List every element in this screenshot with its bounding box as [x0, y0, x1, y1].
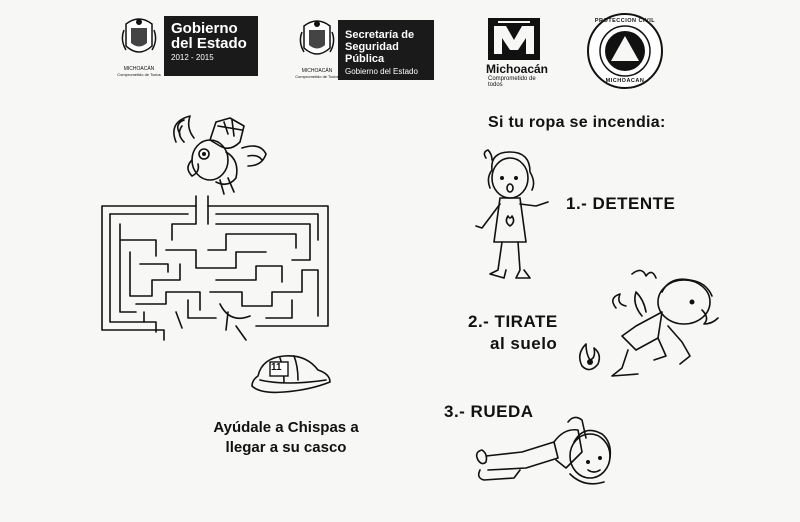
step1-label: 1.- DETENTE	[566, 194, 676, 213]
michoacan-logo: Michoacán Comprometido de todos	[486, 18, 549, 88]
gobierno-line2: del Estado	[171, 35, 247, 52]
michoacan-word: Michoacán	[486, 62, 549, 76]
proteccion-civil-logo: PROTECCION CIVIL MICHOACAN	[586, 12, 664, 90]
secretaria-box: Secretaría de Seguridad Pública Gobierno…	[338, 20, 434, 80]
proteccion-top-text: PROTECCION CIVIL	[594, 18, 656, 24]
fire-helmet-illustration	[251, 354, 331, 394]
chispas-parrot-illustration	[173, 115, 267, 195]
maze-caption-line1: Ayúdale a Chispas a	[213, 419, 359, 436]
proteccion-civil-seal-icon	[587, 13, 663, 89]
gobierno-logo: MICHOACÁN Comprometido de Todos Gobierno…	[117, 16, 258, 78]
seal-label-1: MICHOACÁN	[123, 66, 155, 72]
maze-illustration[interactable]	[96, 195, 332, 344]
step3-label: 3.- RUEDA	[444, 402, 534, 421]
seal-label-2: Comprometido de Todos	[117, 72, 161, 77]
maze-caption: Ayúdale a Chispas a llegar a su casco	[196, 418, 376, 458]
girl-standing-illustration	[475, 149, 549, 279]
boy-falling-illustration	[578, 269, 719, 377]
michoacan-m-icon	[488, 18, 540, 60]
seal-label-2: Comprometido de Todos	[295, 74, 339, 79]
secretaria-line2: Seguridad Pública	[345, 41, 399, 65]
state-seal-icon	[299, 20, 335, 55]
proteccion-bottom-text: MICHOACAN	[605, 78, 645, 84]
secretaria-line3: Gobierno del Estado	[345, 67, 418, 76]
gobierno-line1: Gobierno	[171, 20, 238, 37]
helmet-number: 11	[271, 362, 282, 373]
secretaria-logo: MICHOACÁN Comprometido de Todos Secretar…	[295, 16, 436, 82]
step2-label-line2: al suelo	[490, 334, 558, 353]
michoacan-tagline: Comprometido de todos	[488, 76, 536, 88]
step2-label-line1: 2.- TIRATE	[468, 312, 558, 331]
state-seal-icon	[121, 18, 157, 53]
gobierno-box: Gobierno del Estado 2012 - 2015	[164, 16, 258, 76]
girl-rolling-illustration	[475, 416, 612, 485]
seal-label-1: MICHOACÁN	[301, 68, 333, 74]
gobierno-years: 2012 - 2015	[171, 53, 214, 62]
maze-caption-line2: llegar a su casco	[225, 439, 347, 456]
secretaria-line1: Secretaría de	[345, 29, 415, 41]
steps-heading: Si tu ropa se incendia:	[488, 114, 666, 131]
